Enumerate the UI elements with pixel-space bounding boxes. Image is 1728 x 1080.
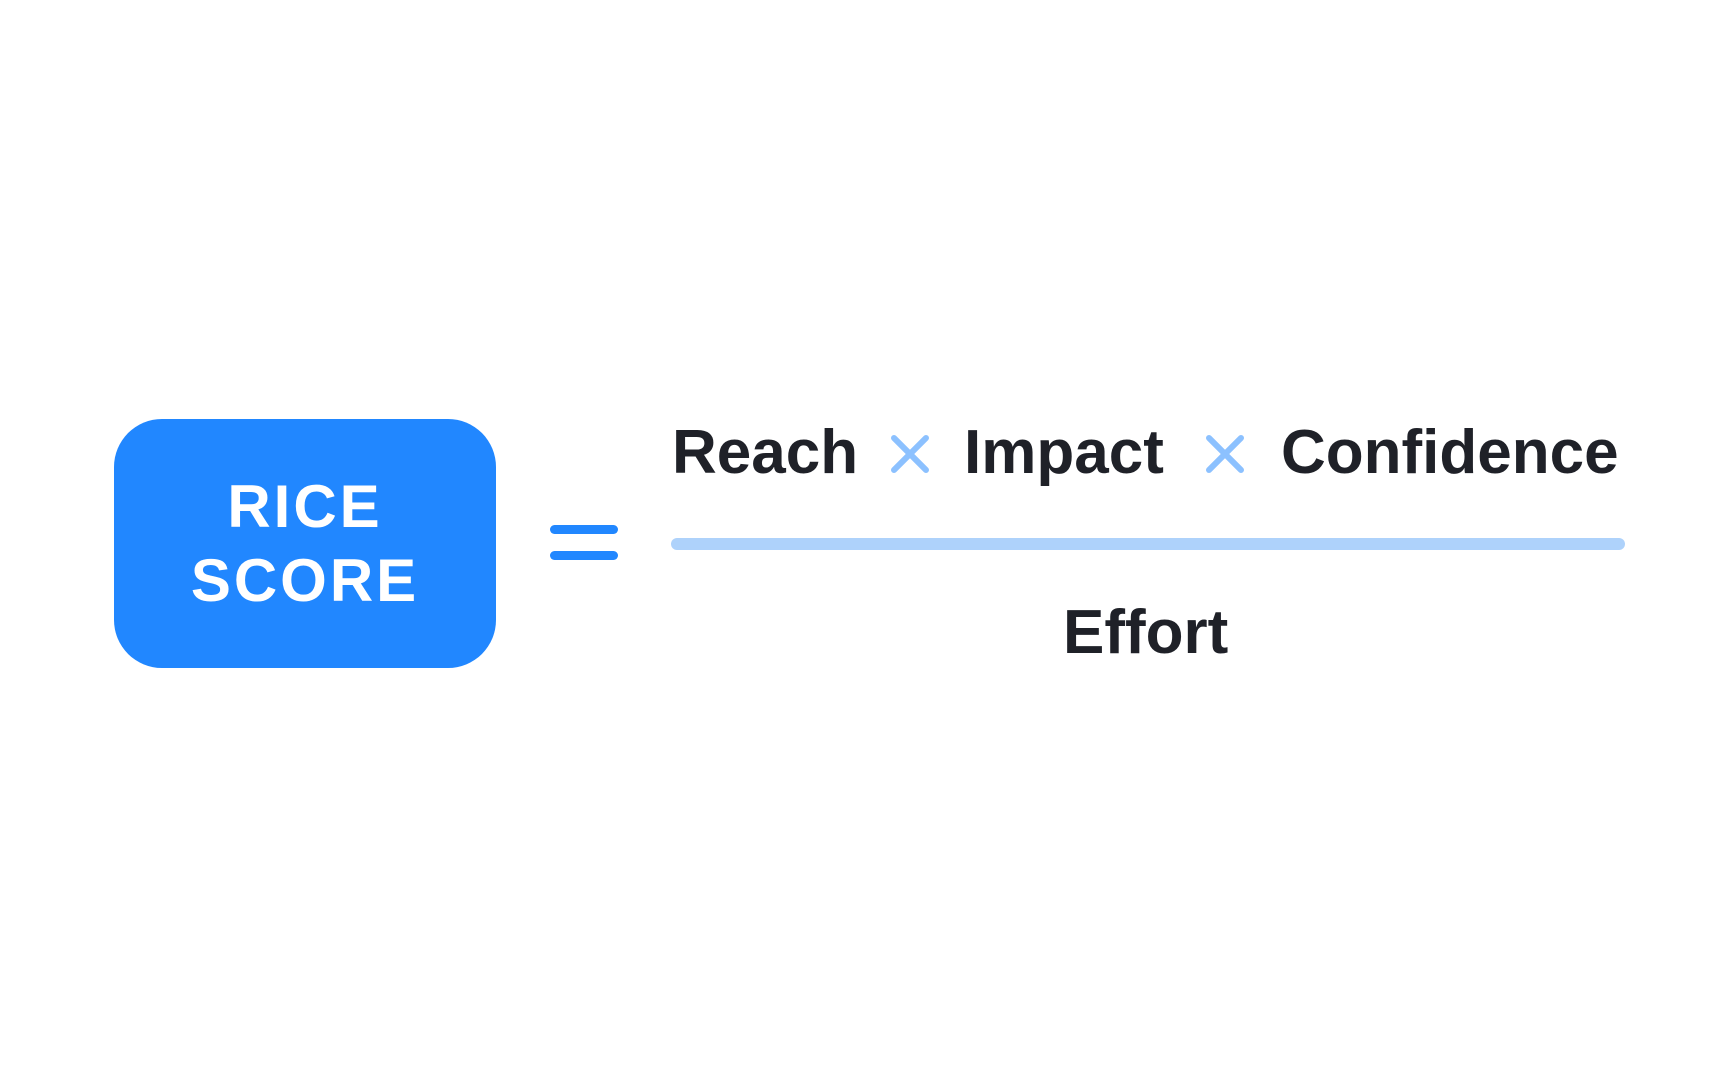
equals-bar-top bbox=[550, 525, 618, 534]
equals-icon bbox=[550, 525, 618, 563]
numerator-term-impact: Impact bbox=[964, 418, 1164, 487]
numerator-term-confidence: Confidence bbox=[1281, 418, 1619, 487]
score-box-line-1: RICE bbox=[227, 472, 383, 540]
times-icon bbox=[891, 435, 929, 473]
times-icon bbox=[1206, 435, 1244, 473]
score-box-line-2: SCORE bbox=[190, 546, 420, 614]
fraction-bar bbox=[671, 538, 1625, 550]
numerator-term-reach: Reach bbox=[672, 418, 859, 487]
denominator-term-effort: Effort bbox=[1063, 598, 1229, 667]
rice-score-box: RICE SCORE bbox=[114, 419, 496, 668]
equals-bar-bottom bbox=[550, 551, 618, 560]
